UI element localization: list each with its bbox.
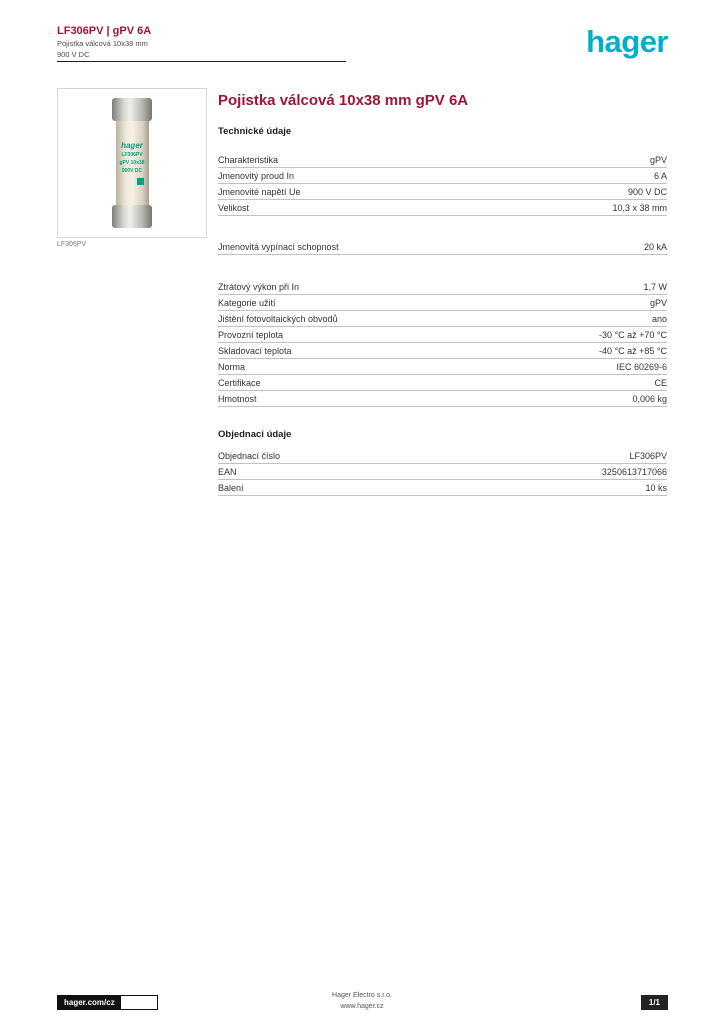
spec-label: Objednací číslo bbox=[218, 451, 281, 461]
fuse-bottom-cap bbox=[112, 205, 152, 228]
spec-group-breaking-capacity: Jmenovitá vypínací schopnost 20 kA bbox=[218, 239, 667, 255]
spec-label: EAN bbox=[218, 467, 237, 477]
spec-label: Jmenovité napětí Ue bbox=[218, 187, 301, 197]
section-ordering-data: Objednací údaje bbox=[218, 429, 292, 440]
footer-site-spacer bbox=[120, 996, 157, 1009]
spec-group-ordering: Objednací číslo LF306PV EAN 325061371706… bbox=[218, 448, 667, 496]
table-row: Ztrátový výkon při In 1,7 W bbox=[218, 279, 667, 295]
page-number-badge: 1/1 bbox=[640, 995, 668, 1010]
fuse-ref-label: LF306PV bbox=[121, 152, 143, 158]
table-row: Jmenovitá vypínací schopnost 20 kA bbox=[218, 239, 667, 255]
footer-site-label: hager.com/cz bbox=[58, 996, 121, 1009]
spec-value: 10,3 x 38 mm bbox=[612, 203, 667, 213]
spec-value: -30 °C až +70 °C bbox=[599, 330, 667, 340]
spec-value: 0,006 kg bbox=[632, 394, 667, 404]
page-title: Pojistka válcová 10x38 mm gPV 6A bbox=[218, 92, 469, 109]
spec-label: Norma bbox=[218, 362, 246, 372]
spec-label: Ztrátový výkon při In bbox=[218, 282, 300, 292]
spec-label: Provozní teplota bbox=[218, 330, 284, 340]
header-subtitle-line1: Pojistka válcová 10x38 mm bbox=[57, 39, 148, 48]
table-row: Certifikace CE bbox=[218, 375, 667, 391]
table-row: Jmenovitý proud In 6 A bbox=[218, 168, 667, 184]
fuse-type-label: gPV 10x38 bbox=[119, 160, 145, 166]
spec-label: Kategorie užití bbox=[218, 298, 276, 308]
table-row: Skladovací teplota -40 °C až +85 °C bbox=[218, 343, 667, 359]
spec-value: 6 A bbox=[653, 171, 667, 181]
spec-label: Jmenovitý proud In bbox=[218, 171, 295, 181]
header-subtitle: Pojistka válcová 10x38 mm 900 V DC bbox=[57, 39, 148, 61]
footer-company-url: www.hager.cz bbox=[340, 1002, 384, 1010]
header-subtitle-line2: 900 V DC bbox=[57, 49, 90, 59]
table-row: Charakteristika gPV bbox=[218, 152, 667, 168]
fuse-top-cap bbox=[112, 98, 152, 121]
table-row: EAN 3250613717066 bbox=[218, 464, 667, 480]
table-row: Norma IEC 60269-6 bbox=[218, 359, 667, 375]
spec-label: Certifikace bbox=[218, 378, 261, 388]
product-image: hager LF306PV gPV 10x38 900V DC bbox=[57, 88, 207, 238]
product-image-caption: LF306PV bbox=[57, 241, 87, 248]
product-reference: LF306PV | gPV 6A bbox=[57, 25, 152, 37]
fuse-brand-label: hager bbox=[121, 141, 143, 150]
footer-site-box: hager.com/cz bbox=[57, 995, 158, 1010]
main-content: Pojistka válcová 10x38 mm gPV 6A Technic… bbox=[218, 92, 667, 496]
spec-value: -40 °C až +85 °C bbox=[599, 346, 667, 356]
spec-value: gPV bbox=[649, 298, 667, 308]
spec-value: gPV bbox=[649, 155, 667, 165]
spec-value: 10 ks bbox=[645, 483, 667, 493]
table-row: Objednací číslo LF306PV bbox=[218, 448, 667, 464]
table-row: Velikost 10,3 x 38 mm bbox=[218, 200, 667, 216]
spec-label: Velikost bbox=[218, 203, 250, 213]
spec-label: Jmenovitá vypínací schopnost bbox=[218, 242, 339, 252]
hager-logo: hager bbox=[586, 24, 668, 59]
footer-company-info: Hager Electro s.r.o. www.hager.cz bbox=[0, 991, 724, 1012]
spec-value: IEC 60269-6 bbox=[616, 362, 667, 372]
spec-group-basic: Charakteristika gPV Jmenovitý proud In 6… bbox=[218, 152, 667, 216]
footer-company-name: Hager Electro s.r.o. bbox=[332, 992, 392, 999]
table-row: Jmenovité napětí Ue 900 V DC bbox=[218, 184, 667, 200]
spec-label: Skladovací teplota bbox=[218, 346, 292, 356]
spec-value: 900 V DC bbox=[627, 187, 667, 197]
fuse-body: hager LF306PV gPV 10x38 900V DC bbox=[115, 121, 149, 205]
spec-label: Charakteristika bbox=[218, 155, 279, 165]
header-divider bbox=[57, 61, 346, 62]
table-row: Kategorie užití gPV bbox=[218, 295, 667, 311]
spec-value: LF306PV bbox=[629, 451, 667, 461]
fuse-voltage-label: 900V DC bbox=[121, 168, 143, 174]
table-row: Provozní teplota -30 °C až +70 °C bbox=[218, 327, 667, 343]
spec-value: CE bbox=[654, 378, 667, 388]
spec-label: Balení bbox=[218, 483, 244, 493]
table-row: Jištění fotovoltaických obvodů ano bbox=[218, 311, 667, 327]
spec-label: Jištění fotovoltaických obvodů bbox=[218, 314, 338, 324]
spec-group-detail: Ztrátový výkon při In 1,7 W Kategorie už… bbox=[218, 279, 667, 407]
spec-value: 1,7 W bbox=[643, 282, 667, 292]
table-row: Hmotnost 0,006 kg bbox=[218, 391, 667, 407]
section-technical-data: Technické údaje bbox=[218, 126, 292, 137]
table-row: Balení 10 ks bbox=[218, 480, 667, 496]
spec-value: 3250613717066 bbox=[601, 467, 667, 477]
spec-label: Hmotnost bbox=[218, 394, 257, 404]
spec-value: ano bbox=[651, 314, 667, 324]
fuse-illustration: hager LF306PV gPV 10x38 900V DC bbox=[112, 98, 152, 228]
spec-value: 20 kA bbox=[643, 242, 667, 252]
fuse-green-mark-icon bbox=[136, 178, 144, 185]
